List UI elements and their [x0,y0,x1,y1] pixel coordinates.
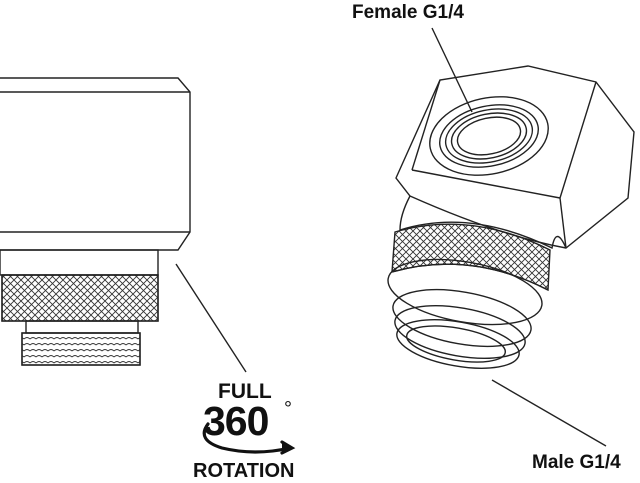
male-leader-line [491,379,607,447]
rotation-badge-top-word: FULL [218,380,272,403]
rotation-badge-number: 360 [203,398,269,444]
fitting-side-view-icon [0,77,191,366]
female-leader-line [431,27,473,113]
rotation-leader-line [175,263,247,373]
rotation-badge-degree: ° [284,398,292,420]
fitting-isometric-view-icon [387,65,635,369]
female-port-label: Female G1/4 [352,2,464,23]
male-port-label: Male G1/4 [532,452,621,473]
rotation-badge-bottom-word: ROTATION [193,460,295,482]
rotation-arrow-icon [202,422,296,455]
